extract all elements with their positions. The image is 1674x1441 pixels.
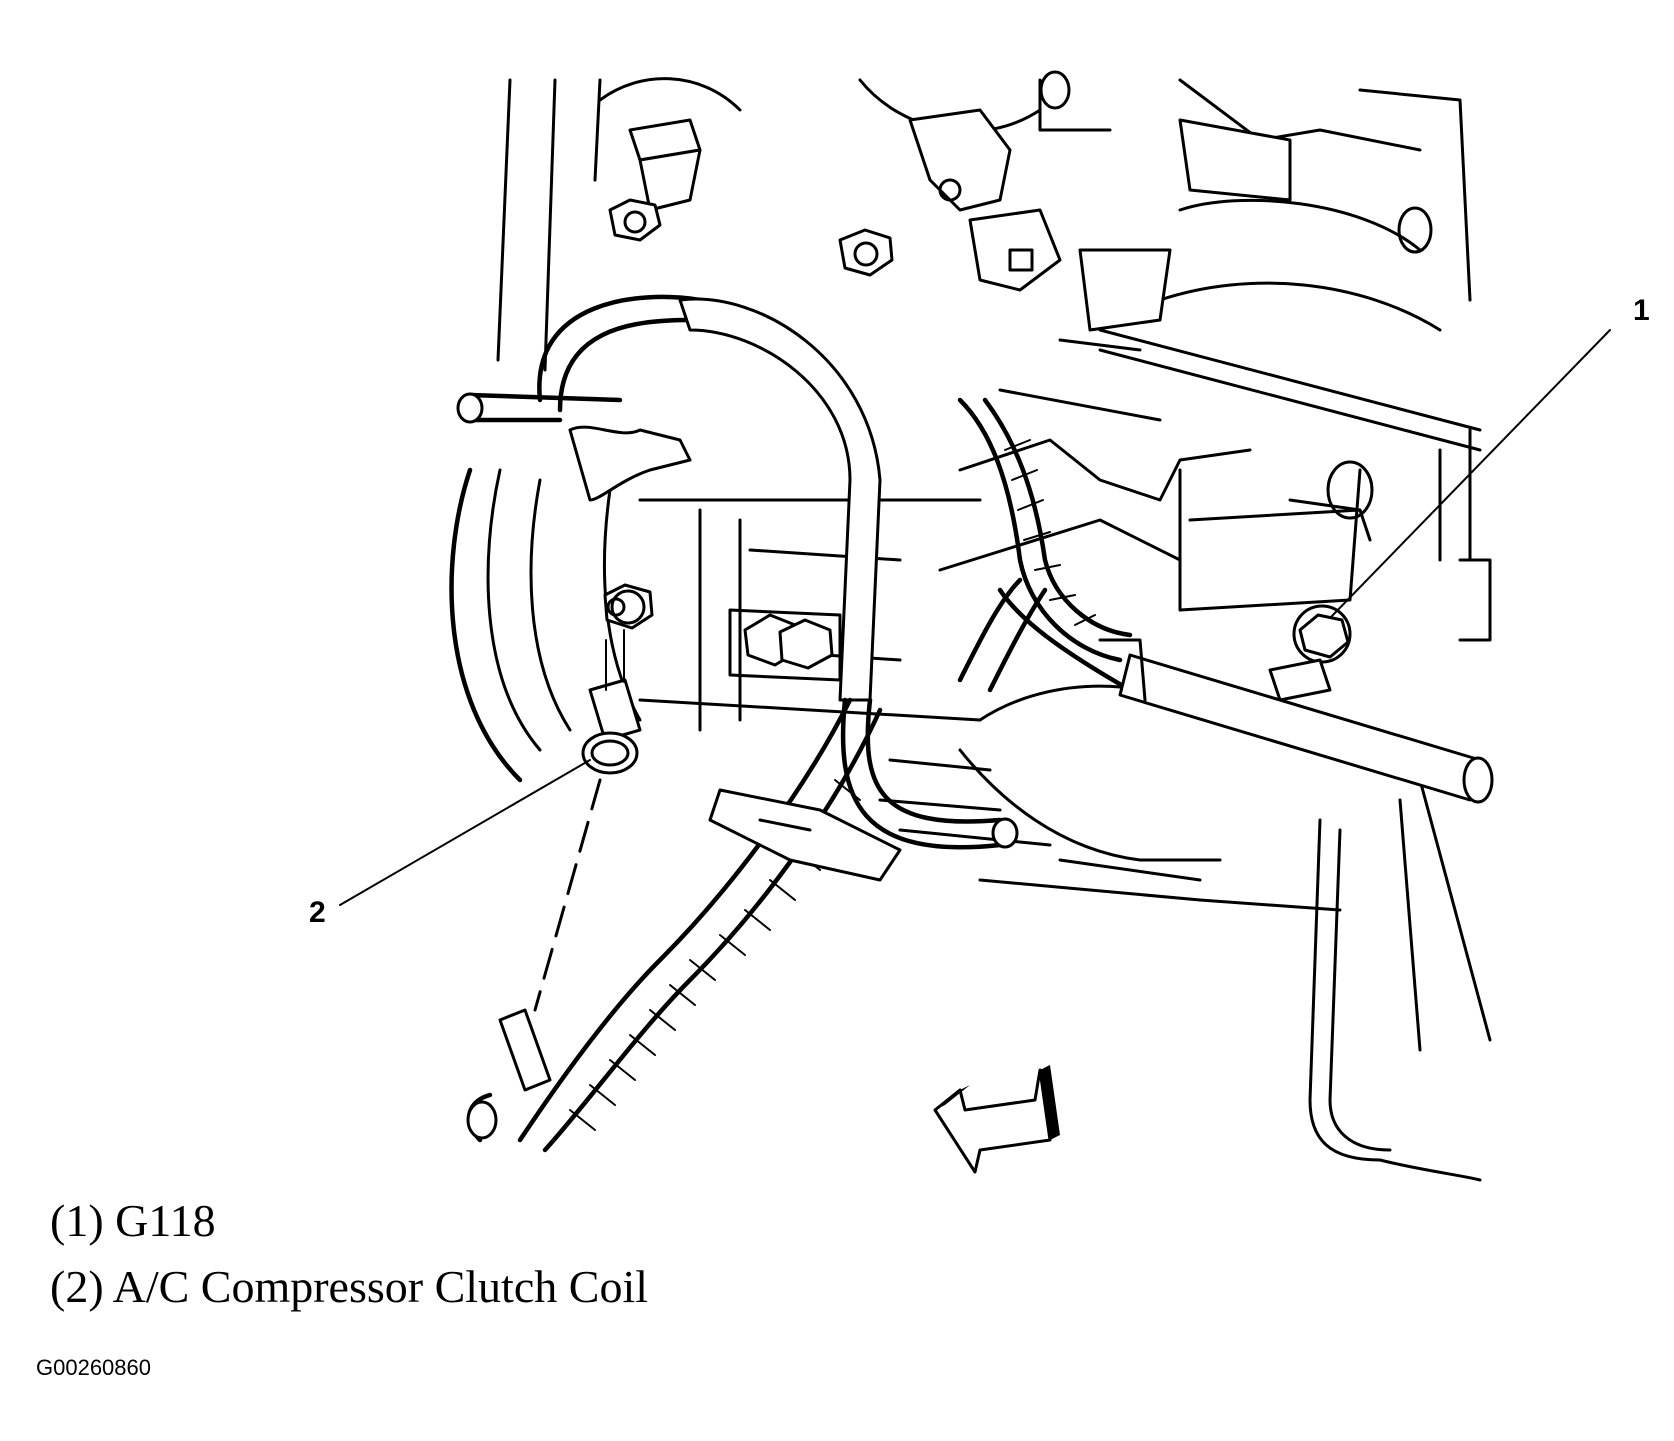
figure-id: G00260860 (36, 1355, 151, 1380)
compressor-bolts (603, 583, 842, 682)
ground-g118-bolt (1268, 604, 1352, 702)
callout-1-leader (1329, 329, 1611, 619)
callout-2-leader (339, 759, 591, 906)
compressor-body (449, 467, 982, 783)
ground-harness (957, 397, 1494, 804)
upper-fasteners (608, 108, 1292, 352)
legend: (1) G118 (2) A/C Compressor Clutch Coil (50, 1188, 648, 1320)
legend-item-clutch-coil: (2) A/C Compressor Clutch Coil (50, 1261, 648, 1312)
callout-1-number: 1 (1633, 294, 1650, 327)
wire-harness (517, 697, 902, 1153)
legend-item-g118: (1) G118 (50, 1195, 216, 1246)
callout-2-number: 2 (309, 896, 326, 929)
front-direction-arrow (933, 1065, 1060, 1174)
clutch-coil-harness (466, 629, 642, 1143)
refrigerant-hose (456, 294, 1019, 850)
